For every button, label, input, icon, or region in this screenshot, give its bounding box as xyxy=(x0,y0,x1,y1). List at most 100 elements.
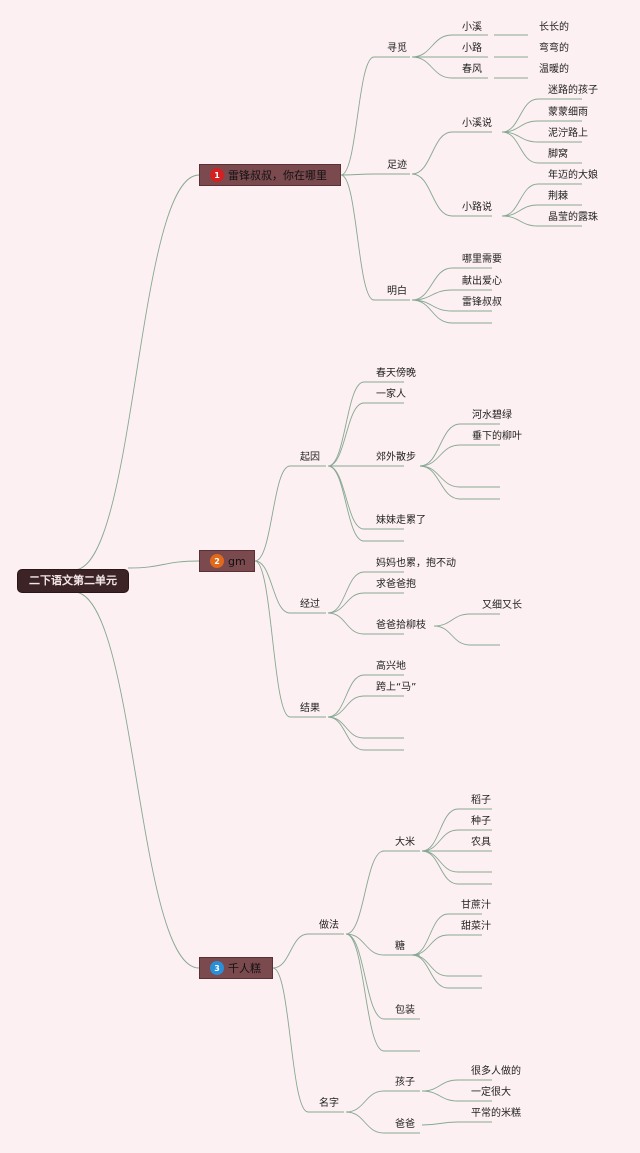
topic-zhongzi[interactable]: 种子 xyxy=(471,816,491,827)
branch-node-1[interactable]: 1 雷锋叔叔，你在哪里 xyxy=(199,164,341,186)
connector-line xyxy=(421,808,459,852)
connector-line xyxy=(327,716,365,751)
topic-milu[interactable]: 迷路的孩子 xyxy=(548,85,598,96)
branch-label: gm xyxy=(228,554,246,568)
connector-line xyxy=(127,560,200,569)
branch-label: 雷锋叔叔，你在哪里 xyxy=(228,169,327,182)
connector-line xyxy=(421,850,459,885)
connector-line xyxy=(345,850,385,935)
connector-line xyxy=(254,465,291,562)
topic-ganzhe[interactable]: 甘蔗汁 xyxy=(461,900,491,911)
topic-gaoxing[interactable]: 高兴地 xyxy=(376,661,406,672)
topic-wennuande[interactable]: 温暖的 xyxy=(539,64,569,75)
topic-tang[interactable]: 糖 xyxy=(395,941,405,952)
connector-line xyxy=(272,933,309,969)
topic-baba[interactable]: 爸爸 xyxy=(395,1119,415,1130)
connector-line xyxy=(254,560,291,718)
topic-tiancai[interactable]: 甜菜汁 xyxy=(461,921,491,932)
topic-zuji[interactable]: 足迹 xyxy=(387,160,407,171)
connector-line xyxy=(411,56,453,79)
topic-youxi[interactable]: 又细又长 xyxy=(482,600,522,611)
topic-haizi[interactable]: 孩子 xyxy=(395,1077,415,1088)
connector-line xyxy=(340,174,375,301)
topic-jiaowo[interactable]: 脚窝 xyxy=(548,149,568,160)
connector-line xyxy=(327,571,365,614)
topic-yijiaren[interactable]: 一家人 xyxy=(376,389,406,400)
connector-line xyxy=(433,625,471,646)
connector-line xyxy=(411,913,449,956)
number-badge-icon: 1 xyxy=(210,168,224,182)
number-badge-icon: 2 xyxy=(210,554,224,568)
topic-jiaowai[interactable]: 郊外散步 xyxy=(376,452,416,463)
connector-line xyxy=(411,299,453,312)
topic-jieguo[interactable]: 结果 xyxy=(300,703,320,714)
topic-leifeng[interactable]: 雷锋叔叔 xyxy=(462,297,502,308)
topic-yiding[interactable]: 一定很大 xyxy=(471,1087,511,1098)
connector-line xyxy=(327,465,365,542)
connector-line xyxy=(254,560,291,614)
topic-hen-duo[interactable]: 很多人做的 xyxy=(471,1066,521,1077)
connector-line xyxy=(411,954,449,977)
branch-node-2[interactable]: 2 gm xyxy=(199,550,255,572)
connector-line xyxy=(411,131,453,175)
topic-mingbai[interactable]: 明白 xyxy=(387,286,407,297)
topic-pingchang[interactable]: 平常的米糕 xyxy=(471,1108,521,1119)
connector-line xyxy=(345,1090,385,1113)
topic-dami[interactable]: 大米 xyxy=(395,837,415,848)
connector-line xyxy=(345,933,385,1052)
topic-xiaolushuo[interactable]: 小路说 xyxy=(462,202,492,213)
topic-xianchu[interactable]: 献出爱心 xyxy=(462,276,502,287)
connector-line xyxy=(73,174,200,571)
topic-chuntian[interactable]: 春天傍晚 xyxy=(376,368,416,379)
connector-line xyxy=(419,444,461,467)
topic-meimei[interactable]: 妹妹走累了 xyxy=(376,515,426,526)
connector-line xyxy=(501,183,539,217)
topic-nongju[interactable]: 农具 xyxy=(471,837,491,848)
branch-node-3[interactable]: 3 千人糕 xyxy=(199,957,273,979)
topic-baozhuang[interactable]: 包装 xyxy=(395,1005,415,1016)
topic-mengmeng[interactable]: 蒙蒙细雨 xyxy=(548,107,588,118)
topic-xiaoxi[interactable]: 小溪 xyxy=(462,22,482,33)
connector-line xyxy=(421,850,459,873)
topic-nining[interactable]: 泥泞路上 xyxy=(548,128,588,139)
topic-daozi[interactable]: 稻子 xyxy=(471,795,491,806)
topic-zuofa[interactable]: 做法 xyxy=(319,920,339,931)
topic-xiaolu[interactable]: 小路 xyxy=(462,43,482,54)
topic-wanwande[interactable]: 弯弯的 xyxy=(539,43,569,54)
topic-changchangde[interactable]: 长长的 xyxy=(539,22,569,33)
connector-line xyxy=(501,120,539,133)
connector-line xyxy=(501,204,539,217)
connector-line xyxy=(327,612,365,635)
topic-jingying[interactable]: 晶莹的露珠 xyxy=(548,212,598,223)
connector-line xyxy=(421,1121,459,1126)
connector-line xyxy=(345,933,385,956)
topic-mama[interactable]: 妈妈也累，抱不动 xyxy=(376,558,456,569)
topic-liuzhi[interactable]: 爸爸拾柳枝 xyxy=(376,620,426,631)
topic-jingji[interactable]: 荆棘 xyxy=(548,191,568,202)
topic-xunmi[interactable]: 寻觅 xyxy=(387,43,407,54)
topic-nianmai[interactable]: 年迈的大娘 xyxy=(548,170,598,181)
connector-line xyxy=(327,402,365,467)
topic-chunfeng[interactable]: 春风 xyxy=(462,64,482,75)
topic-xiaoxishuo[interactable]: 小溪说 xyxy=(462,118,492,129)
connector-line xyxy=(327,381,365,467)
connector-line xyxy=(421,1079,459,1092)
topic-mingzi[interactable]: 名字 xyxy=(319,1098,339,1109)
topic-chuixia[interactable]: 垂下的柳叶 xyxy=(472,431,522,442)
topic-nalixuyao[interactable]: 哪里需要 xyxy=(462,254,502,265)
topic-qiubaba[interactable]: 求爸爸抱 xyxy=(376,579,416,590)
connector-line xyxy=(340,56,375,176)
connector-line xyxy=(501,131,539,164)
connector-line xyxy=(421,829,459,852)
connector-line xyxy=(327,695,365,718)
connector-line xyxy=(411,173,453,217)
connector-line xyxy=(327,592,365,614)
topic-kuashang[interactable]: 跨上“马” xyxy=(376,682,417,693)
topic-heshui[interactable]: 河水碧绿 xyxy=(472,410,512,421)
connector-line xyxy=(419,465,461,500)
topic-qiyin[interactable]: 起因 xyxy=(300,452,320,463)
connector-line xyxy=(411,267,453,301)
topic-jingguo[interactable]: 经过 xyxy=(300,599,320,610)
root-node[interactable]: 二下语文第二单元 xyxy=(18,570,128,592)
